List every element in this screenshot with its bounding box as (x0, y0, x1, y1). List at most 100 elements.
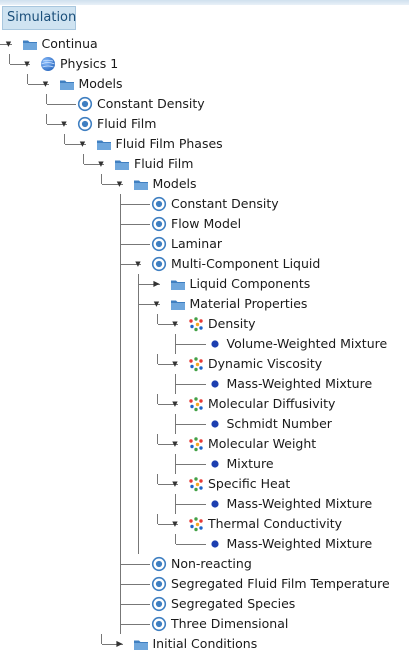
collapse-triangle-icon[interactable]: ▼ (172, 320, 178, 328)
tree-item[interactable]: Segregated Species (133, 594, 409, 614)
tree-item[interactable]: ▼Specific Heat (170, 474, 409, 494)
collapse-triangle-icon[interactable]: ▼ (79, 140, 86, 148)
tree-item[interactable]: Laminar (133, 234, 409, 254)
tree-connector (157, 484, 178, 485)
tree-item-label: Non-reacting (171, 556, 252, 571)
property-icon (188, 356, 204, 372)
tree-item-label: Segregated Fluid Film Temperature (171, 576, 390, 591)
tree-item-label: Fluid Film Phases (115, 136, 223, 151)
tree-item-label: Volume-Weighted Mixture (226, 336, 388, 351)
tree-item[interactable]: Non-reacting (133, 554, 409, 574)
tree-guide-line (119, 314, 121, 334)
collapse-triangle-icon[interactable]: ▼ (116, 180, 123, 188)
expand-triangle-icon[interactable]: ▶ (153, 279, 160, 288)
tree-guide-line (138, 334, 139, 354)
tree-connector (139, 284, 160, 285)
tree-guide-line (119, 454, 121, 474)
tree-item[interactable]: ▼ Continua (4, 34, 409, 54)
tree-item[interactable]: ▼Material Properties (152, 294, 409, 314)
collapse-triangle-icon[interactable]: ▼ (172, 480, 178, 488)
tree-item[interactable]: ▼ Fluid Film Phases (78, 134, 409, 154)
tree-guide-line (119, 514, 121, 534)
tree-item[interactable]: ▼Fluid Film (59, 114, 409, 134)
tree-item[interactable]: Mass-Weighted Mixture (189, 374, 409, 394)
tree-guide-line (119, 214, 121, 234)
tree-guide-line (119, 394, 121, 414)
method-icon (207, 336, 223, 352)
tree-guide-line (138, 514, 139, 534)
tree-item[interactable]: Mass-Weighted Mixture (189, 494, 409, 514)
tab-simulation[interactable]: Simulation (2, 6, 76, 30)
tree-guide-line (175, 374, 176, 394)
tree-guide-line (138, 434, 139, 454)
tree-item[interactable]: Schmidt Number (189, 414, 409, 434)
tree-item[interactable]: ▶Initial Conditions (115, 634, 409, 654)
collapse-triangle-icon[interactable]: ▼ (172, 360, 178, 368)
collapse-triangle-icon[interactable]: ▼ (42, 80, 49, 88)
tree-item[interactable]: ▼Models (41, 74, 409, 94)
tree-item[interactable]: Mass-Weighted Mixture (189, 534, 409, 554)
tree-guide-line (64, 134, 65, 144)
tree-guide-line (82, 154, 84, 164)
tree-item-label: Continua (41, 36, 98, 51)
tree-item[interactable]: Mixture (189, 454, 409, 474)
tree-guide-line (119, 614, 121, 634)
tree-item[interactable]: ▼Fluid Film (96, 154, 409, 174)
tree-item[interactable]: ▶Liquid Components (152, 274, 409, 294)
method-icon (207, 496, 223, 512)
tree-connector (120, 244, 150, 245)
folder-icon (133, 636, 149, 652)
tree-item-label: Mass-Weighted Mixture (226, 376, 373, 391)
model-icon (77, 96, 93, 112)
tree-item[interactable]: ▼Physics 1 (22, 54, 409, 74)
tree-guide-line (156, 394, 158, 404)
tree-item[interactable]: Three Dimensional (133, 614, 409, 634)
tree-item[interactable]: Volume-Weighted Mixture (189, 334, 409, 354)
collapse-triangle-icon[interactable]: ▼ (5, 40, 12, 48)
folder-icon (170, 276, 186, 292)
expand-triangle-icon[interactable]: ▶ (116, 639, 123, 648)
tree-item[interactable]: ▼Thermal Conductivity (170, 514, 409, 534)
tree-guide-line (119, 474, 121, 494)
collapse-triangle-icon[interactable]: ▼ (61, 120, 67, 128)
collapse-triangle-icon[interactable]: ▼ (172, 400, 178, 408)
tree-connector (102, 184, 123, 185)
tree-guide-line (119, 294, 121, 314)
tree-item[interactable]: Constant Density (59, 94, 409, 114)
collapse-triangle-icon[interactable]: ▼ (172, 440, 178, 448)
tree-item[interactable]: ▼ Molecular Diffusivity (170, 394, 409, 414)
tree-item[interactable]: Constant Density (133, 194, 409, 214)
tree-item[interactable]: Flow Model (133, 214, 409, 234)
tree-item[interactable]: ▼Molecular Weight (170, 434, 409, 454)
tree-guide-line (156, 314, 158, 324)
tree-guide-line (119, 534, 121, 554)
folder-icon (59, 76, 75, 92)
tree-guide-line (8, 54, 10, 64)
tree-guide-line (119, 194, 121, 214)
tree-guide-line (101, 174, 102, 184)
collapse-triangle-icon[interactable]: ▼ (135, 260, 141, 268)
tree-item-label: Molecular Diffusivity (208, 396, 336, 411)
tree-item[interactable]: Segregated Fluid Film Temperature (133, 574, 409, 594)
tree-guide-line (119, 434, 121, 454)
tree-item[interactable]: ▼Density (170, 314, 409, 334)
model-icon (151, 256, 167, 272)
collapse-triangle-icon[interactable]: ▼ (98, 160, 104, 168)
method-icon (207, 376, 223, 392)
folder-icon (133, 176, 149, 192)
collapse-triangle-icon[interactable]: ▼ (172, 520, 178, 528)
tree-connector (83, 164, 104, 165)
tree-guide-line (138, 534, 139, 554)
window-top-border (0, 0, 409, 5)
tree-item-label: Constant Density (97, 96, 205, 111)
collapse-triangle-icon[interactable]: ▼ (24, 60, 30, 68)
tree-connector (120, 584, 150, 585)
tree-item[interactable]: ▼Dynamic Viscosity (170, 354, 409, 374)
tree-connector (46, 104, 76, 105)
tree-item[interactable]: ▼Multi-Component Liquid (133, 254, 409, 274)
tree-guide-line (175, 334, 176, 354)
tree-guide-line (119, 554, 121, 574)
collapse-triangle-icon[interactable]: ▼ (153, 300, 160, 308)
tree-item[interactable]: ▼Models (115, 174, 409, 194)
